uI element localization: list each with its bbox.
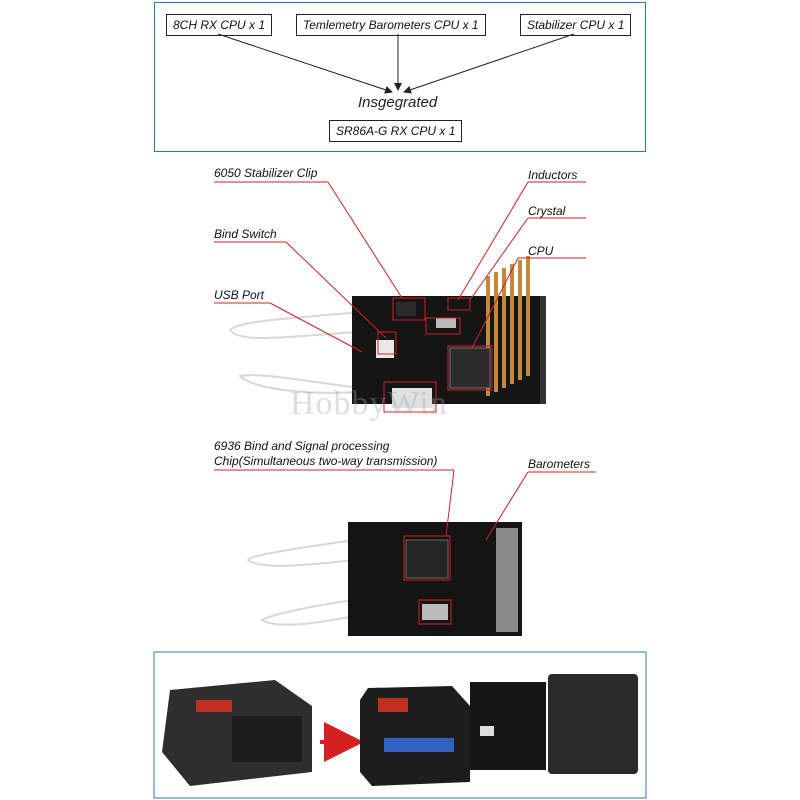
label-bind-switch: Bind Switch [214, 227, 277, 241]
telemetry-cpu-box: Temlemetry Barometers CPU x 1 [296, 14, 486, 36]
label-bind-chip-line2: Chip(Simultaneous two-way transmission) [214, 454, 438, 468]
label-stabilizer-clip: 6050 Stabilizer Clip [214, 166, 318, 180]
watermark: HobbyWin [290, 385, 448, 422]
open-case-board [360, 686, 470, 786]
label-barometers: Barometers [528, 457, 591, 471]
output-cpu-box: SR86A-G RX CPU x 1 [329, 120, 463, 142]
label-bind-chip-line1: 6936 Bind and Signal processing [214, 439, 390, 453]
arrow-stabilizer [403, 33, 575, 94]
label-usb-port: USB Port [214, 288, 265, 302]
arrow-rx [217, 33, 393, 94]
label-crystal: Crystal [528, 204, 566, 218]
rx-cpu-box: 8CH RX CPU x 1 [166, 14, 273, 36]
stabilizer-cpu-box: Stabilizer CPU x 1 [520, 14, 632, 36]
label-inductors: Inductors [528, 168, 578, 182]
label-cpu: CPU [528, 244, 554, 258]
bare-board [470, 682, 546, 770]
integrated-label: Insgegrated [358, 94, 438, 111]
receiver-case [162, 680, 312, 786]
case-lid [548, 674, 638, 774]
